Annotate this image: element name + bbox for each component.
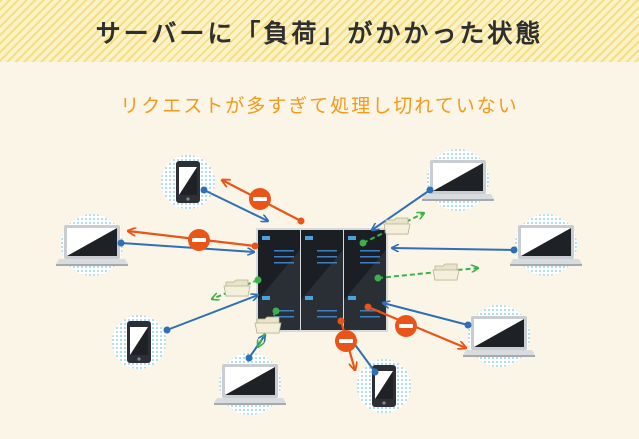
no-entry-icon	[395, 315, 417, 337]
phone-icon	[161, 155, 215, 209]
laptop-icon	[422, 149, 494, 211]
folder-icon	[383, 217, 411, 235]
page-subtitle: リクエストが多すぎて処理し切れていない	[120, 95, 519, 117]
server-rack-icon	[256, 228, 388, 332]
page-title: サーバーに「負荷」がかかった状態	[95, 19, 544, 48]
phone-icon	[112, 315, 166, 369]
laptop-icon	[463, 305, 535, 367]
folder-icon	[432, 263, 460, 281]
laptop-icon	[56, 214, 128, 276]
no-entry-icon	[335, 330, 357, 352]
phone-icon	[357, 359, 411, 413]
folder-icon	[223, 279, 251, 297]
title-band	[0, 0, 639, 62]
laptop-icon	[214, 353, 286, 415]
laptop-icon	[510, 214, 582, 276]
no-entry-icon	[188, 229, 210, 251]
no-entry-icon	[249, 188, 271, 210]
folder-icon	[254, 316, 282, 334]
